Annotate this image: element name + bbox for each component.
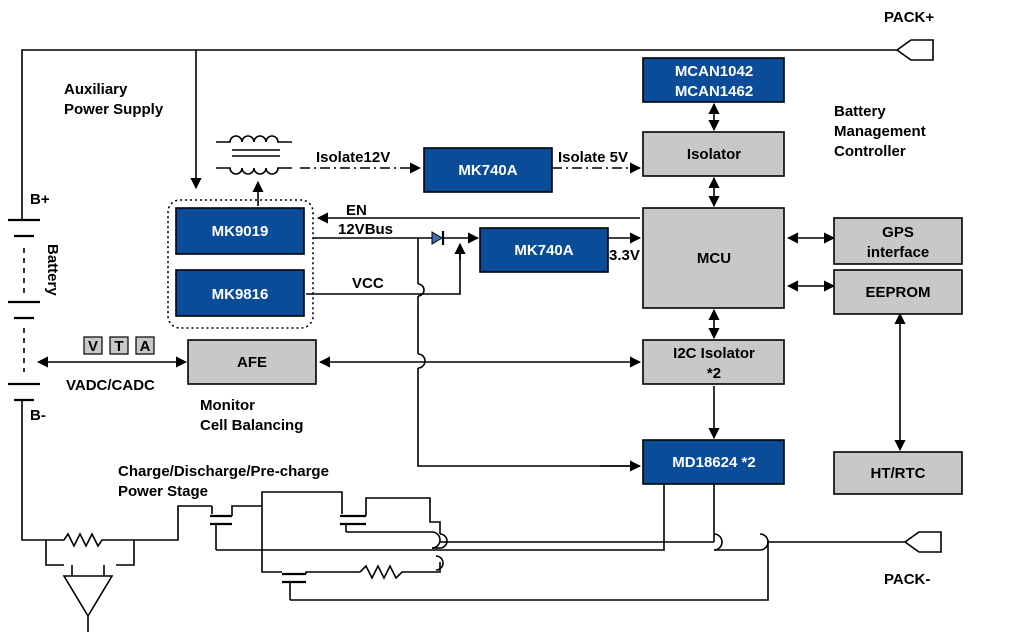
eeprom-block: EEPROM: [833, 269, 963, 315]
vta-boxes: V T A: [83, 336, 155, 355]
bus12v-line: [313, 231, 480, 245]
i2c-label-1: I2C Isolator: [673, 345, 755, 362]
mk740a-mid-label: MK740A: [514, 242, 573, 259]
power-stage-label-2: Power Stage: [118, 483, 208, 500]
md18624-label: MD18624 *2: [672, 454, 755, 471]
precharge-resistor: [359, 564, 436, 580]
power-stage-label-1: Charge/Discharge/Pre-charge: [118, 463, 329, 480]
isolator-block: Isolator: [642, 131, 785, 177]
i2c-label-2: *2: [707, 365, 721, 382]
eeprom-label: EEPROM: [865, 284, 930, 301]
mcan-label-2: MCAN1462: [675, 83, 753, 100]
mcu-label: MCU: [697, 250, 731, 267]
pack-minus-label: PACK-: [884, 571, 930, 588]
mk9816-label: MK9816: [212, 286, 269, 303]
bmc-label-3: Controller: [834, 143, 906, 160]
pack-plus-wire: [21, 49, 897, 195]
pack-minus-terminal: [903, 531, 942, 553]
vta-v: V: [88, 338, 98, 355]
isolate12v-label: Isolate12V: [316, 149, 390, 166]
bus-to-md18624: [417, 238, 642, 472]
mk9019-label: MK9019: [212, 223, 269, 240]
aux-label-1: Auxiliary: [64, 81, 128, 98]
current-sense-amplifier: [62, 565, 114, 632]
transformer-icon: [216, 135, 292, 206]
mosfet-charge: [210, 505, 262, 550]
bus12v-label: 12VBus: [338, 221, 393, 238]
vta-a: A: [140, 338, 151, 355]
isolator-label: Isolator: [687, 146, 741, 163]
monitor-label-2: Cell Balancing: [200, 417, 303, 434]
aux-label-2: Power Supply: [64, 101, 164, 118]
vadc-label: VADC/CADC: [66, 377, 155, 394]
b-plus-label: B+: [30, 191, 50, 208]
mcu-block: MCU: [642, 207, 785, 309]
mk9019-block: MK9019: [175, 207, 305, 255]
monitor-label-1: Monitor: [200, 397, 255, 414]
md18624-block: MD18624 *2: [642, 439, 785, 485]
gate-wires: [216, 484, 905, 601]
mk740a-mid-block: MK740A: [479, 227, 609, 273]
pack-plus-terminal: [895, 39, 934, 61]
vcc-line: [306, 242, 466, 295]
mosfet-discharge: [261, 491, 431, 532]
mosfet-precharge: [261, 506, 360, 600]
htrtc-label: HT/RTC: [871, 465, 926, 482]
pack-plus-label: PACK+: [884, 9, 934, 26]
mk740a-top-label: MK740A: [458, 162, 517, 179]
vta-t: T: [114, 338, 123, 355]
battery-label: Battery: [44, 244, 61, 296]
mcan-block: MCAN1042 MCAN1462: [642, 57, 785, 103]
power-module-group: [167, 199, 314, 329]
b-minus-label: B-: [30, 407, 46, 424]
htrtc-block: HT/RTC: [833, 451, 963, 495]
afe-label: AFE: [237, 354, 267, 371]
i2c-isolator-block: I2C Isolator *2: [642, 339, 785, 385]
gps-label-1: GPS: [882, 224, 914, 241]
mk740a-top-block: MK740A: [423, 147, 553, 193]
afe-block: AFE: [187, 339, 317, 385]
bmc-label-2: Management: [834, 123, 926, 140]
bmc-label-1: Battery: [834, 103, 886, 120]
mk9816-block: MK9816: [175, 269, 305, 317]
mcan-label-1: MCAN1042: [675, 63, 753, 80]
isolate5v-label: Isolate 5V: [558, 149, 628, 166]
v33-label: 3.3V: [609, 247, 640, 264]
gps-label-2: interface: [867, 244, 930, 261]
battery-symbol: [8, 195, 46, 541]
gps-block: GPS interface: [833, 217, 963, 265]
en-label: EN: [346, 202, 367, 219]
vcc-label: VCC: [352, 275, 384, 292]
shunt-resistor: [45, 505, 212, 566]
